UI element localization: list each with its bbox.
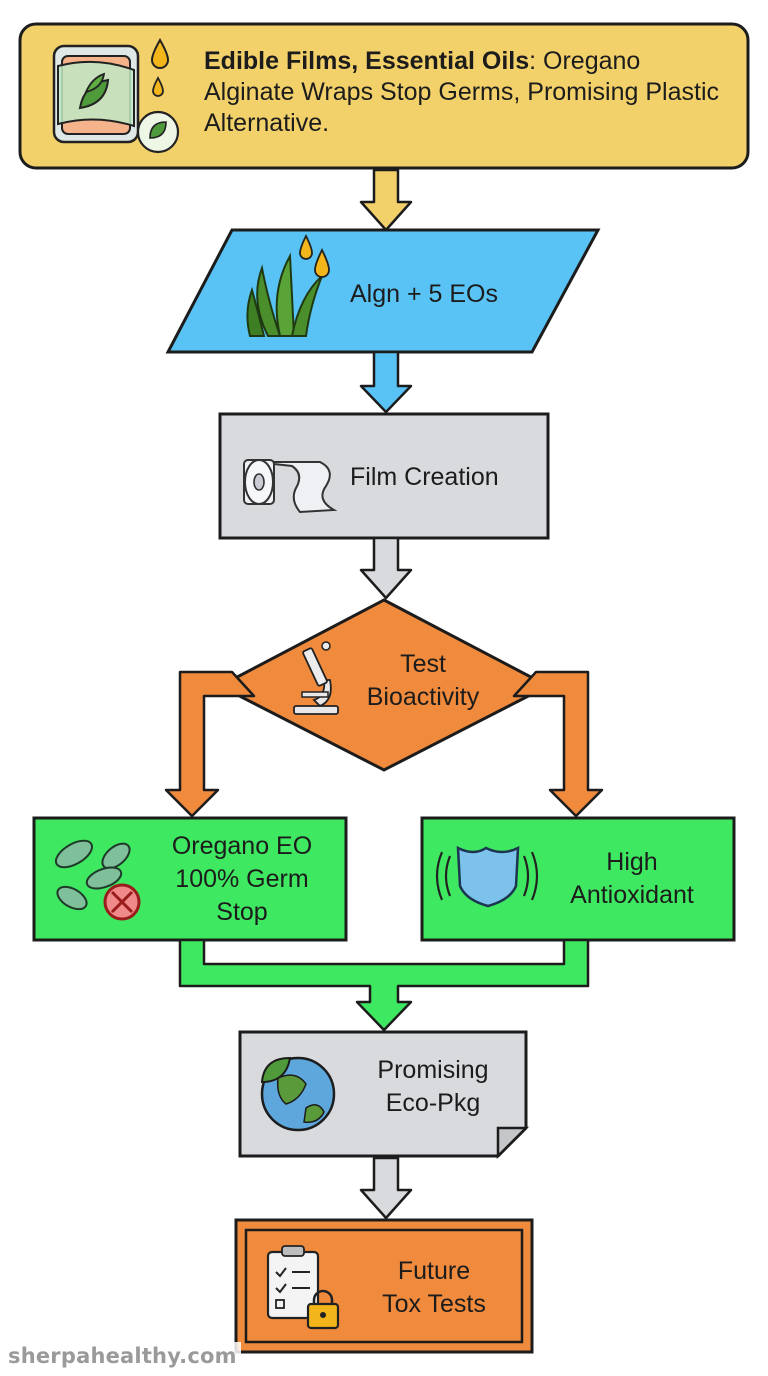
- result-left-label: Oregano EO 100% Germ Stop: [152, 830, 332, 929]
- conclusion-fold: [496, 1126, 530, 1160]
- seaweed-oil-drops-icon: [246, 233, 330, 337]
- bacteria-blocked-icon: [54, 839, 141, 921]
- input-label: Algn + 5 EOs: [350, 280, 498, 308]
- arrow-process-to-decision: [359, 536, 413, 600]
- microscope-icon: [293, 641, 339, 715]
- shield-icon: [435, 845, 539, 908]
- arrow-conclusion-to-future: [359, 1156, 413, 1220]
- arrow-title-to-input: [359, 168, 413, 232]
- future-line-1: Future: [397, 1257, 471, 1285]
- result-left-line-3: Stop: [216, 898, 268, 926]
- arrow-results-to-conclusion: [178, 938, 590, 1032]
- conclusion-line-2: Eco-Pkg: [385, 1089, 481, 1117]
- future-box-inner: [244, 1228, 524, 1344]
- result-left-line-1: Oregano EO: [171, 832, 313, 860]
- arrow-input-to-process: [359, 350, 413, 414]
- arrow-decision-to-right: [512, 670, 604, 818]
- future-label: Future Tox Tests: [360, 1255, 508, 1321]
- result-left-line-2: 100% Germ: [175, 865, 309, 893]
- decision-label: Test Bioactivity: [340, 648, 506, 714]
- decision-label-line-2: Bioactivity: [366, 683, 480, 711]
- result-right-line-1: High: [606, 848, 658, 876]
- decision-label-line-1: Test: [400, 650, 446, 678]
- conclusion-label: Promising Eco-Pkg: [356, 1054, 510, 1120]
- conclusion-line-1: Promising: [377, 1056, 489, 1084]
- title-rest: : Oregano Alginate Wraps Stop Germs, Pro…: [204, 47, 720, 137]
- process-label: Film Creation: [350, 463, 499, 491]
- arrow-decision-to-left: [164, 670, 256, 818]
- result-right-box: [420, 816, 736, 942]
- clipboard-lock-icon: [266, 1245, 340, 1330]
- title-bold: Edible Films, Essential Oils: [204, 47, 530, 75]
- watermark: sherpahealthy.com: [4, 1342, 241, 1370]
- future-line-2: Tox Tests: [382, 1290, 486, 1318]
- film-roll-icon: [243, 459, 338, 514]
- title-box: [18, 22, 750, 170]
- page-title: Edible Films, Essential Oils: Oregano Al…: [204, 46, 734, 139]
- food-wrap-leaf-oil-icon: [52, 37, 180, 154]
- result-right-line-2: Antioxidant: [570, 881, 694, 909]
- decision-diamond: [216, 598, 552, 772]
- result-right-label: High Antioxidant: [550, 846, 714, 912]
- globe-leaf-icon: [260, 1056, 336, 1132]
